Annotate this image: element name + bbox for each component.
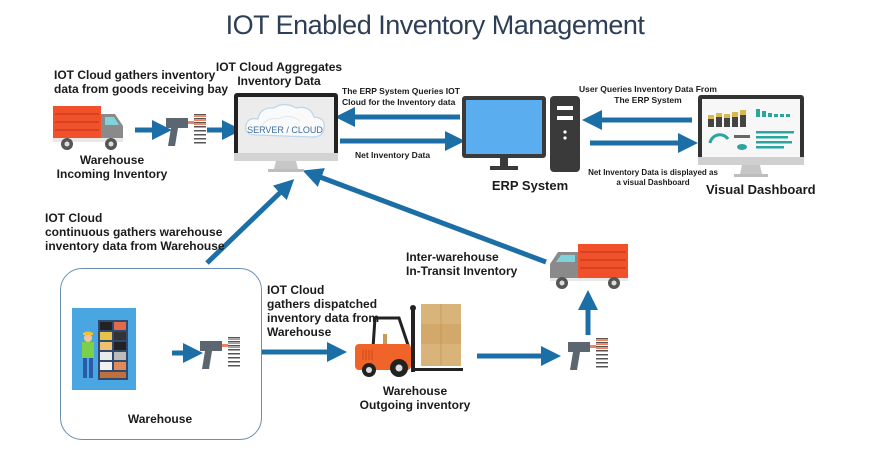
- barcode-scanner-icon: [200, 337, 240, 369]
- dashboard-bar-chart: [708, 110, 746, 127]
- label-cloud-aggregates: IOT Cloud Aggregates Inventory Data: [215, 60, 343, 88]
- dashboard-teal-bars: [756, 109, 794, 149]
- in-transit-truck-icon: [550, 244, 628, 289]
- label-cloud-continuous: IOT Cloud continuous gathers warehouse i…: [45, 211, 225, 253]
- label-net-inventory-displayed: Net Inventory Data is displayed as a vis…: [588, 168, 718, 187]
- cloud-server-monitor-icon: SERVER / CLOUD: [234, 93, 338, 172]
- arrow-transit-to-cloud: [302, 168, 547, 265]
- erp-computer-icon: [462, 96, 580, 172]
- barcode-scanner-icon: [166, 114, 206, 146]
- label-visual-dashboard: Visual Dashboard: [706, 182, 816, 197]
- label-cloud-gathers-receiving: IOT Cloud gathers inventory data from go…: [54, 68, 229, 96]
- server-cloud-label: SERVER / CLOUD: [247, 125, 323, 135]
- warehouse-worker-shelves-icon: [72, 308, 136, 390]
- forklift-icon: [355, 304, 463, 377]
- label-erp-system: ERP System: [491, 178, 569, 193]
- label-cloud-dispatched: IOT Cloud gathers dispatched inventory d…: [267, 283, 380, 339]
- label-warehouse: Warehouse: [127, 412, 193, 426]
- label-net-inventory-data: Net Inventory Data: [355, 150, 431, 160]
- label-inter-warehouse: Inter-warehouse In-Transit Inventory: [406, 250, 518, 278]
- barcode-scanner-icon: [568, 338, 608, 370]
- incoming-truck-icon: [53, 106, 123, 150]
- warehouse-container: [60, 268, 262, 440]
- arrow-warehouse-to-cloud: [205, 179, 295, 265]
- label-warehouse-outgoing: Warehouse Outgoing inventory: [359, 384, 471, 412]
- label-erp-queries: The ERP System Queries IOT Cloud for the…: [342, 86, 460, 107]
- label-user-queries: User Queries Inventory Data From The ERP…: [579, 84, 717, 105]
- visual-dashboard-monitor-icon: [698, 95, 804, 177]
- diagram-title: IOT Enabled Inventory Management: [225, 10, 645, 40]
- label-warehouse-incoming: Warehouse Incoming Inventory: [56, 153, 168, 181]
